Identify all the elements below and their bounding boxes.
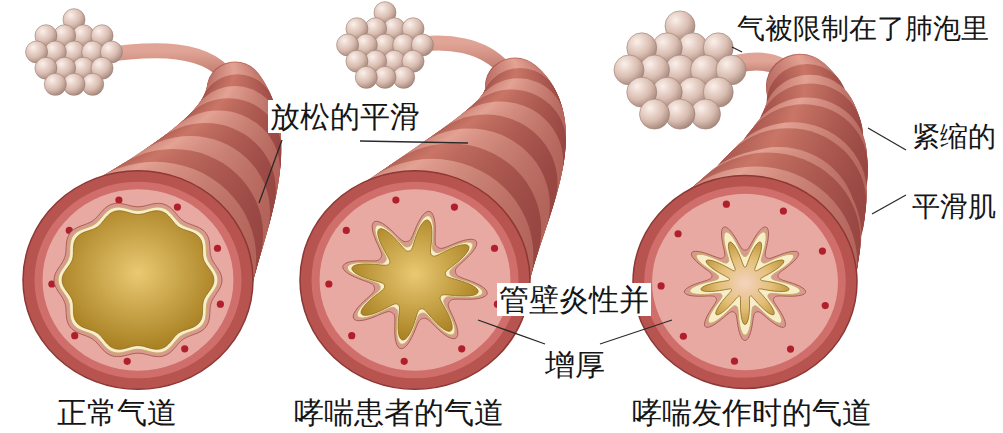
blood-vessel [780,207,787,214]
blood-vessel [325,280,332,287]
airway-tube [614,11,868,389]
part-label: 放松的平滑 [268,100,422,133]
leader-line [478,320,545,344]
caption-label: 正常气道 [55,396,179,429]
blood-vessel [174,204,181,211]
muscle-layer [312,182,519,379]
airway-tube [300,2,566,390]
alveolus [355,66,377,88]
leader-line [868,128,906,150]
alveoli-cluster [614,11,746,129]
blood-vessel [343,227,350,234]
muscle-layer [644,186,846,378]
cross-section [23,171,253,390]
part-label: 平滑肌 [910,192,998,223]
blood-vessel [819,247,826,254]
alveoli-cluster [26,9,123,96]
blood-vessel [822,302,829,309]
leader-line [259,140,282,203]
blood-vessel [658,282,665,289]
blood-vessel [723,201,730,208]
blood-vessel [674,230,681,237]
blood-vessel [458,345,465,352]
epithelium [58,207,218,353]
blood-vessel [124,358,131,365]
epithelium [347,216,482,345]
airway-lumen [701,242,789,325]
blood-vessel [115,197,122,204]
tube-body [27,61,281,384]
caption-label: 哮喘患者的气道 [292,396,506,429]
leader-line [360,141,468,143]
blood-vessel [214,245,221,252]
part-label: 紧缩的 [910,122,998,153]
caption-label: 哮喘发作时的气道 [630,396,874,429]
airway-tube [23,9,281,390]
outer-wall [23,171,253,390]
blood-vessel [680,333,687,340]
blood-vessel [731,358,738,365]
outer-wall [300,171,530,390]
part-label: 管壁炎性并 [497,283,651,316]
blood-vessel [217,301,224,308]
mucosa [343,211,487,348]
cross-section [300,171,530,390]
blood-vessel [451,204,458,211]
outer-wall [633,176,857,389]
blood-vessel [491,245,498,252]
alveolus [640,99,670,129]
alveolus [44,73,66,95]
submucosa [43,189,234,370]
alveoli-cluster [337,2,434,89]
leader-line [600,320,672,344]
blood-vessel [348,332,355,339]
cross-section [633,176,857,389]
airway-lumen [62,211,214,349]
submucosa [652,194,838,371]
leader-line [872,195,906,214]
blood-vessel [392,197,399,204]
leader-line [732,47,742,52]
epithelium [690,232,800,335]
blood-vessel [787,345,794,352]
blood-vessel [401,358,408,365]
muscle-layer [35,182,242,379]
blood-vessel [181,345,188,352]
mucosa [684,227,805,341]
airway-lumen [352,220,478,340]
submucosa [320,189,511,370]
blood-vessel [71,332,78,339]
part-label: 气被限制在了肺泡里 [735,14,991,45]
part-label: 增厚 [543,348,607,381]
mucosa [54,203,222,356]
